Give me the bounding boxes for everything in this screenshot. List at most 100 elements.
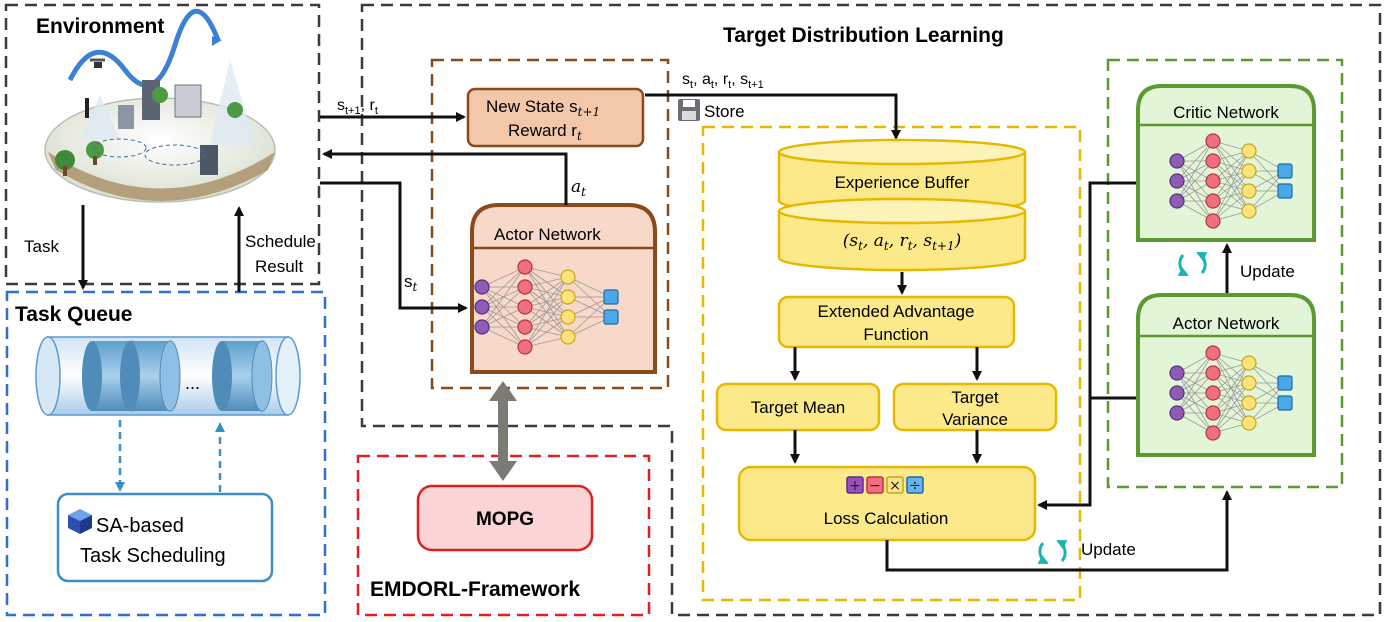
svg-text:at: at: [571, 177, 586, 199]
target-mean-label: Target Mean: [751, 398, 846, 417]
environment-region: [4, 3, 321, 286]
network-node: [474, 299, 490, 315]
environment-title: Environment: [36, 15, 164, 38]
framework-label: EMDORL-Framework: [370, 578, 580, 601]
network-output-node: [1277, 375, 1293, 391]
actor-right-title: Actor Network: [1173, 314, 1280, 333]
network-node: [1241, 355, 1257, 371]
network-output-node: [1277, 395, 1293, 411]
advantage-label-2: Function: [863, 325, 928, 344]
operator-icons: +−×÷: [846, 476, 924, 494]
target-variance-label-1: Target: [951, 388, 999, 407]
operator-symbol: ×: [889, 478, 901, 494]
svg-text:Reward rt: Reward rt: [508, 121, 582, 143]
svg-text:New State st+1: New State st+1: [486, 97, 600, 119]
task-queue: Task Queue ... SA-based Task Scheduling: [15, 303, 301, 583]
network-node: [1169, 153, 1185, 169]
network-node: [517, 299, 533, 315]
refresh-icon-right: [1177, 251, 1208, 277]
new-state-box: [466, 87, 645, 148]
network-node: [1241, 395, 1257, 411]
target-distribution-learning: Target Distribution Learning Experience …: [715, 24, 1232, 572]
framework: MOPG EMDORL-Framework: [370, 381, 594, 601]
network-node: [1205, 153, 1221, 169]
network-node: [1205, 173, 1221, 189]
network-node: [1205, 365, 1221, 381]
mopg-label: MOPG: [476, 509, 534, 530]
operator-icon: [846, 476, 864, 494]
network-node: [560, 329, 576, 345]
network-node: [1241, 415, 1257, 431]
svg-text:st: st: [404, 272, 418, 294]
network-node: [1205, 133, 1221, 149]
operator-symbol: ÷: [909, 478, 921, 494]
mopg-box: [416, 484, 594, 552]
network-node: [1205, 405, 1221, 421]
network-node: [1205, 425, 1221, 441]
update-label-bottom: Update: [1081, 540, 1136, 559]
network-node: [1169, 365, 1185, 381]
target-variance-box: [892, 382, 1058, 432]
environment: Environment: [36, 8, 276, 203]
networks-region: [1106, 58, 1344, 489]
network-node: [1241, 143, 1257, 159]
network-node: [560, 289, 576, 305]
network-node: [517, 339, 533, 355]
queue-ellipsis: ...: [185, 373, 200, 393]
network-output-node: [603, 309, 619, 325]
network-node: [1169, 193, 1185, 209]
svg-text:st, at, rt, st+1: st, at, rt, st+1: [682, 71, 764, 91]
svg-text:st+1, rt: st+1, rt: [337, 97, 378, 117]
state-label: s: [404, 272, 413, 291]
network-node: [1169, 405, 1185, 421]
tdl-region: [360, 3, 1382, 617]
network-node: [517, 319, 533, 335]
target-variance-label-2: Variance: [942, 410, 1008, 429]
tdl-title: Target Distribution Learning: [723, 24, 1004, 47]
cube-icon: [68, 509, 92, 534]
experience-buffer-label: Experience Buffer: [835, 173, 970, 192]
refresh-icon-bottom: [1037, 539, 1068, 565]
scheduler-box: [56, 492, 274, 583]
agent: New State st+1 Reward rt Actor Network: [466, 87, 657, 374]
task-queue-title: Task Queue: [15, 303, 133, 326]
network-node: [560, 269, 576, 285]
bidirectional-arrow: [489, 381, 517, 481]
network-output-node: [1277, 183, 1293, 199]
buffer-tuple: (st, at, rt, st+1): [843, 231, 961, 253]
network-output-node: [1277, 163, 1293, 179]
actor-right-network: [1169, 345, 1293, 441]
network-node: [1241, 203, 1257, 219]
operator-icon: [886, 476, 904, 494]
store-label: Store: [704, 102, 745, 121]
agent-region: [430, 58, 670, 390]
advantage-label-1: Extended Advantage: [818, 302, 975, 321]
network-node: [1205, 385, 1221, 401]
network-node: [517, 259, 533, 275]
critic-network: [1169, 133, 1293, 229]
right-networks: Critic Network Update Actor Network: [1037, 84, 1316, 510]
queue-cylinder: ...: [35, 336, 301, 416]
action-label: a: [571, 177, 581, 197]
network-node: [1205, 193, 1221, 209]
schedule-label-2: Result: [255, 257, 303, 276]
floppy-icon: [678, 99, 700, 121]
scheduler-label-1: SA-based: [96, 515, 184, 537]
reward-text: Reward r: [508, 121, 577, 140]
network-node: [474, 279, 490, 295]
network-node: [1205, 213, 1221, 229]
schedule-label-1: Schedule: [245, 232, 316, 251]
network-node: [1205, 345, 1221, 361]
actor-left-title: Actor Network: [494, 225, 601, 244]
advantage-box: [777, 295, 1016, 349]
network-node: [1241, 163, 1257, 179]
transition-label: s: [682, 71, 690, 88]
region-borders: [4, 3, 1382, 617]
operator-symbol: +: [849, 478, 861, 494]
learning-region: [701, 125, 1082, 602]
environment-illustration: [44, 8, 276, 203]
network-node: [1241, 375, 1257, 391]
task-label: Task: [24, 237, 59, 256]
update-label-right: Update: [1240, 262, 1295, 281]
